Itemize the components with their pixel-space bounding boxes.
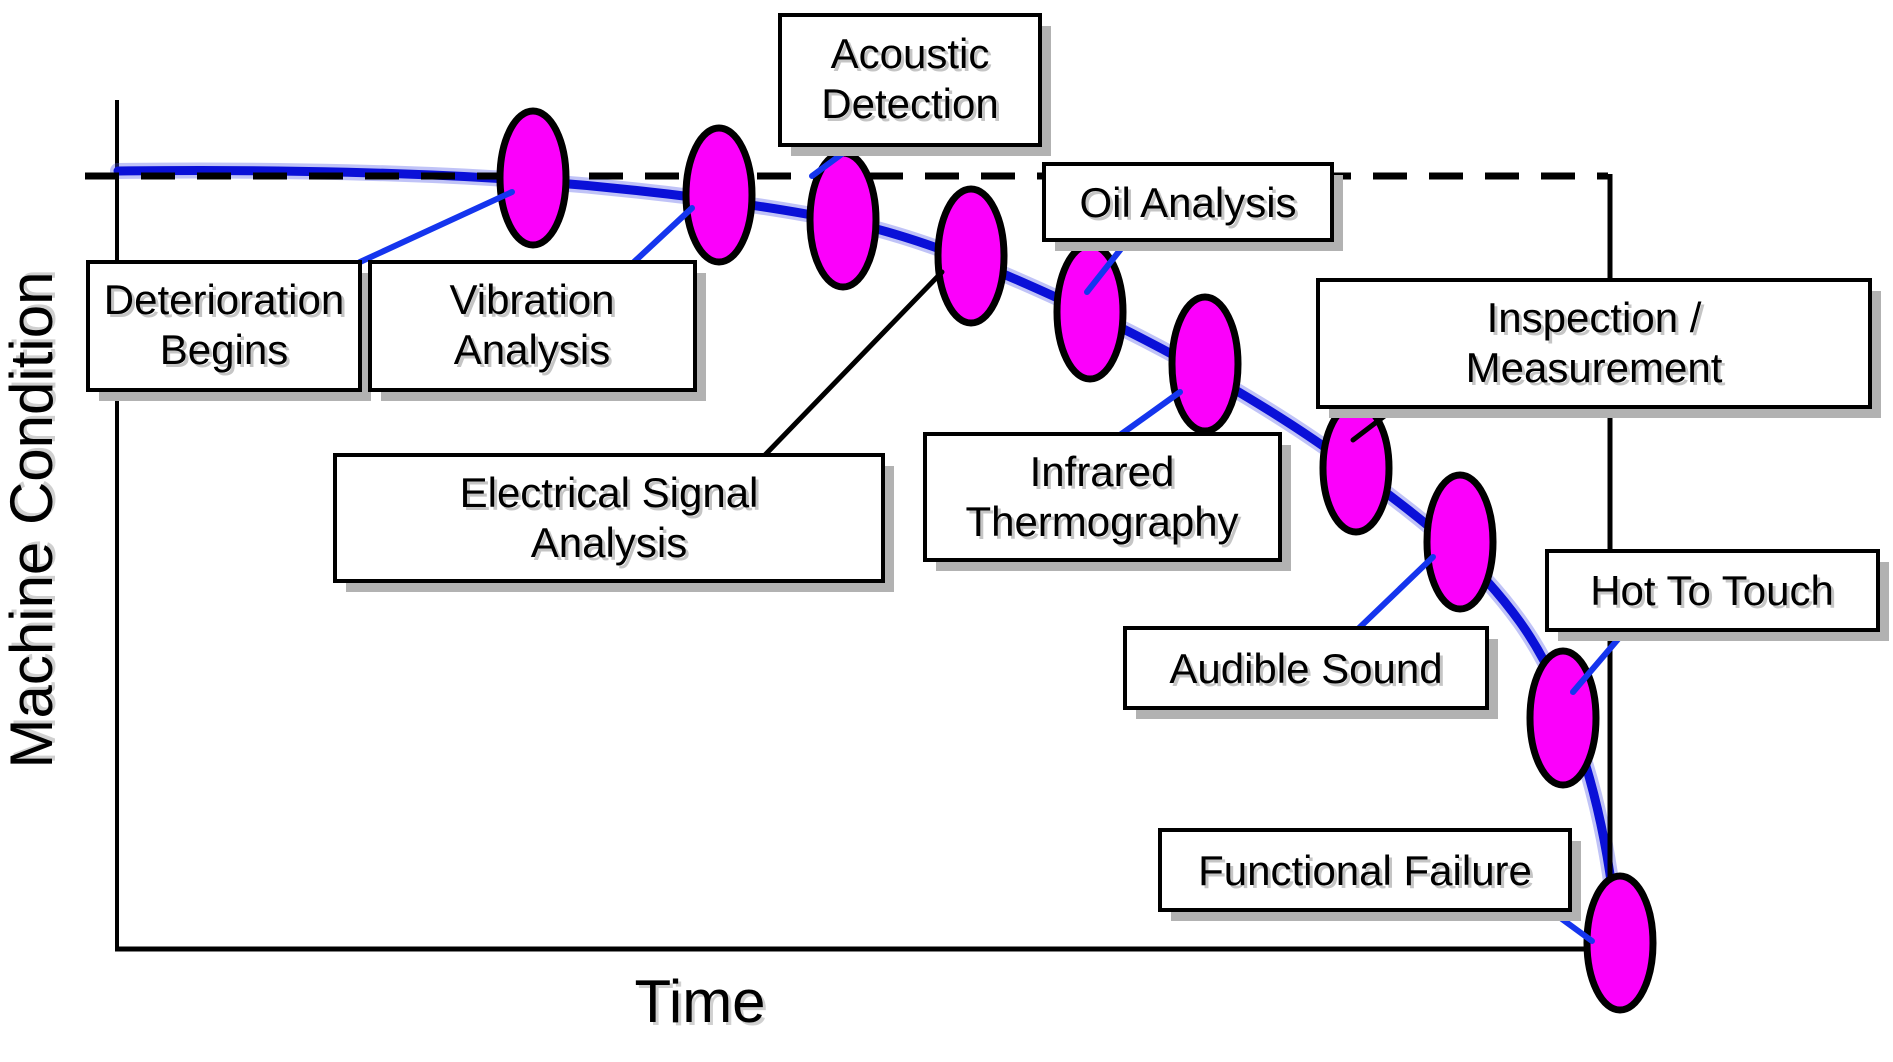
box: [1158, 828, 1572, 912]
leader-vibration: [631, 205, 695, 265]
label-line: Infrared: [1030, 448, 1175, 495]
label-line: Detection: [821, 80, 998, 127]
node-audible-sound: [1423, 471, 1497, 613]
label-line: Acoustic: [831, 30, 990, 77]
label-box-functional-failure: Functional Failure: [1158, 828, 1581, 921]
label-line: Electrical Signal: [460, 469, 759, 516]
label-line: Oil Analysis: [1079, 179, 1296, 226]
box: [923, 432, 1282, 562]
node-electrical-signal: [934, 185, 1008, 327]
label-line: Begins: [160, 326, 288, 373]
node-oil-analysis: [1053, 241, 1127, 383]
label-boxes: Deterioration Begins Vibration Analysis …: [86, 13, 1889, 921]
y-axis-title: Machine Condition: [0, 272, 65, 769]
label-box-hot-to-touch: Hot To Touch: [1545, 549, 1889, 641]
node-hot-to-touch: [1526, 647, 1600, 789]
label-line: Vibration: [449, 276, 614, 323]
leader-deterioration: [357, 189, 515, 265]
label-line: Deterioration: [104, 276, 344, 323]
node-infrared-thermography: [1168, 293, 1242, 435]
label-box-audible-sound: Audible Sound: [1123, 626, 1498, 719]
label-line: Measurement: [1466, 344, 1723, 391]
box: [1123, 626, 1489, 710]
box: [1545, 549, 1880, 632]
box: [333, 453, 885, 583]
box: [1042, 162, 1334, 242]
box: [1316, 278, 1872, 409]
label-box-inspection-measurement: Inspection / Measurement: [1316, 278, 1881, 418]
label-line: Analysis: [531, 519, 687, 566]
label-line: Hot To Touch: [1590, 567, 1834, 614]
leader-hot: [1570, 628, 1628, 695]
label-line: Thermography: [965, 498, 1238, 545]
node-vibration-analysis: [682, 124, 756, 266]
node-functional-failure: [1583, 872, 1657, 1014]
label-box-deterioration-begins: Deterioration Begins: [86, 260, 371, 401]
label-box-infrared-thermography: Infrared Thermography: [923, 432, 1291, 571]
label-line: Analysis: [454, 326, 610, 373]
label-box-oil-analysis: Oil Analysis: [1042, 162, 1343, 251]
label-line: Functional Failure: [1198, 847, 1532, 894]
node-deterioration-begins: [496, 107, 570, 249]
x-axis-title: Time: [634, 968, 765, 1035]
leader-infrared: [1117, 389, 1183, 438]
leader-electrical: [761, 269, 945, 459]
leader-audible: [1355, 554, 1436, 632]
label-box-vibration-analysis: Vibration Analysis: [368, 260, 706, 401]
label-box-acoustic-detection: Acoustic Detection: [778, 13, 1051, 156]
box: [368, 260, 697, 392]
box: [778, 13, 1042, 147]
label-line: Audible Sound: [1169, 645, 1442, 692]
label-line: Inspection /: [1487, 294, 1702, 341]
box: [86, 260, 362, 392]
label-box-electrical-signal-analysis: Electrical Signal Analysis: [333, 453, 894, 592]
